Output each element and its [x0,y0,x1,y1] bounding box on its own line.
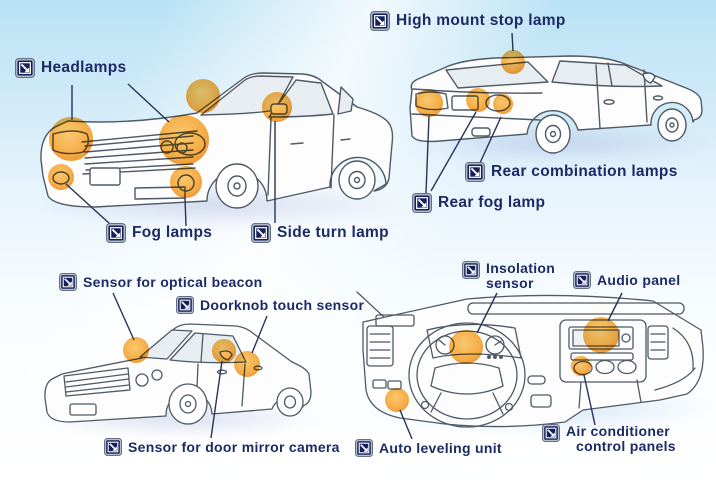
label-sensor-for-optical-beacon[interactable]: Sensor for optical beacon [59,273,262,291]
front-wheel [658,109,686,141]
label-rear-combination-lamps[interactable]: Rear combination lamps [465,162,678,182]
label-text: Auto leveling unit [379,439,502,456]
front-wheel [169,384,207,424]
diagonal-arrow-icon[interactable] [355,439,373,457]
diagonal-arrow-icon[interactable] [370,11,390,31]
headlamp [136,374,148,386]
label-text: Doorknob touch sensor [200,296,365,313]
label-high-mount-stop-lamp[interactable]: High mount stop lamp [370,11,566,31]
label-side-turn-lamp[interactable]: Side turn lamp [251,223,389,243]
headlamp [152,370,162,380]
rear-wheel [339,161,375,199]
label-text: Sensor for door mirror camera [128,438,340,455]
diagonal-arrow-icon[interactable] [106,223,126,243]
license-plate [90,168,120,185]
label-rear-fog-lamp[interactable]: Rear fog lamp [412,193,545,213]
diagonal-arrow-icon[interactable] [465,162,485,182]
diagonal-arrow-icon[interactable] [542,424,560,442]
label-text: High mount stop lamp [396,11,566,29]
side-mirror [643,73,655,83]
label-text: Insolation sensor [486,260,556,291]
label-sensor-for-door-mirror-camera[interactable]: Sensor for door mirror camera [104,438,340,456]
label-doorknob-touch-sensor[interactable]: Doorknob touch sensor [176,296,364,314]
dashboard-illustration [355,290,715,435]
diagonal-arrow-icon[interactable] [412,193,432,213]
license-recess [452,96,478,110]
diagonal-arrow-icon[interactable] [15,58,35,78]
rear-car-illustration [400,48,710,168]
diagonal-arrow-icon[interactable] [176,296,194,314]
label-headlamps[interactable]: Headlamps [15,58,126,78]
turn-signal-stalk [528,376,545,384]
diagonal-arrow-icon[interactable] [104,438,122,456]
diagonal-arrow-icon[interactable] [573,271,591,289]
ac-knob [618,361,636,374]
side-car-illustration [40,312,320,437]
left-air-vent [367,326,393,366]
diagonal-arrow-icon[interactable] [251,223,271,243]
tail-lamp-left [416,92,448,110]
label-fog-lamps[interactable]: Fog lamps [106,223,212,243]
switch-panel [373,380,386,388]
label-text: Sensor for optical beacon [83,273,263,290]
front-car-illustration [35,60,395,220]
label-auto-leveling-unit[interactable]: Auto leveling unit [355,439,502,457]
label-text: Rear combination lamps [491,162,678,180]
defroster-vent [468,303,684,314]
label-text: Audio panel [597,271,681,288]
label-text: Fog lamps [132,223,213,241]
label-audio-panel[interactable]: Audio panel [573,271,680,289]
grille [64,368,130,396]
diagonal-arrow-icon[interactable] [59,273,77,291]
label-text: Air conditioner control panels [566,423,676,454]
diagonal-arrow-icon[interactable] [462,261,480,279]
steering-wheel [409,323,525,427]
side-mirror [271,104,287,114]
label-text: Side turn lamp [277,223,389,241]
label-text: Rear fog lamp [438,193,546,211]
label-text: Headlamps [41,58,127,76]
rear-wheel [536,115,570,153]
front-wheel [216,164,258,208]
label-air-conditioner-control-panels[interactable]: Air conditioner control panels [542,424,676,453]
ac-knob [596,361,614,374]
license-plate [70,404,96,415]
label-insolation-sensor[interactable]: Insolation sensor [462,261,555,290]
rear-wheel [277,388,303,416]
right-air-vent [648,326,668,359]
